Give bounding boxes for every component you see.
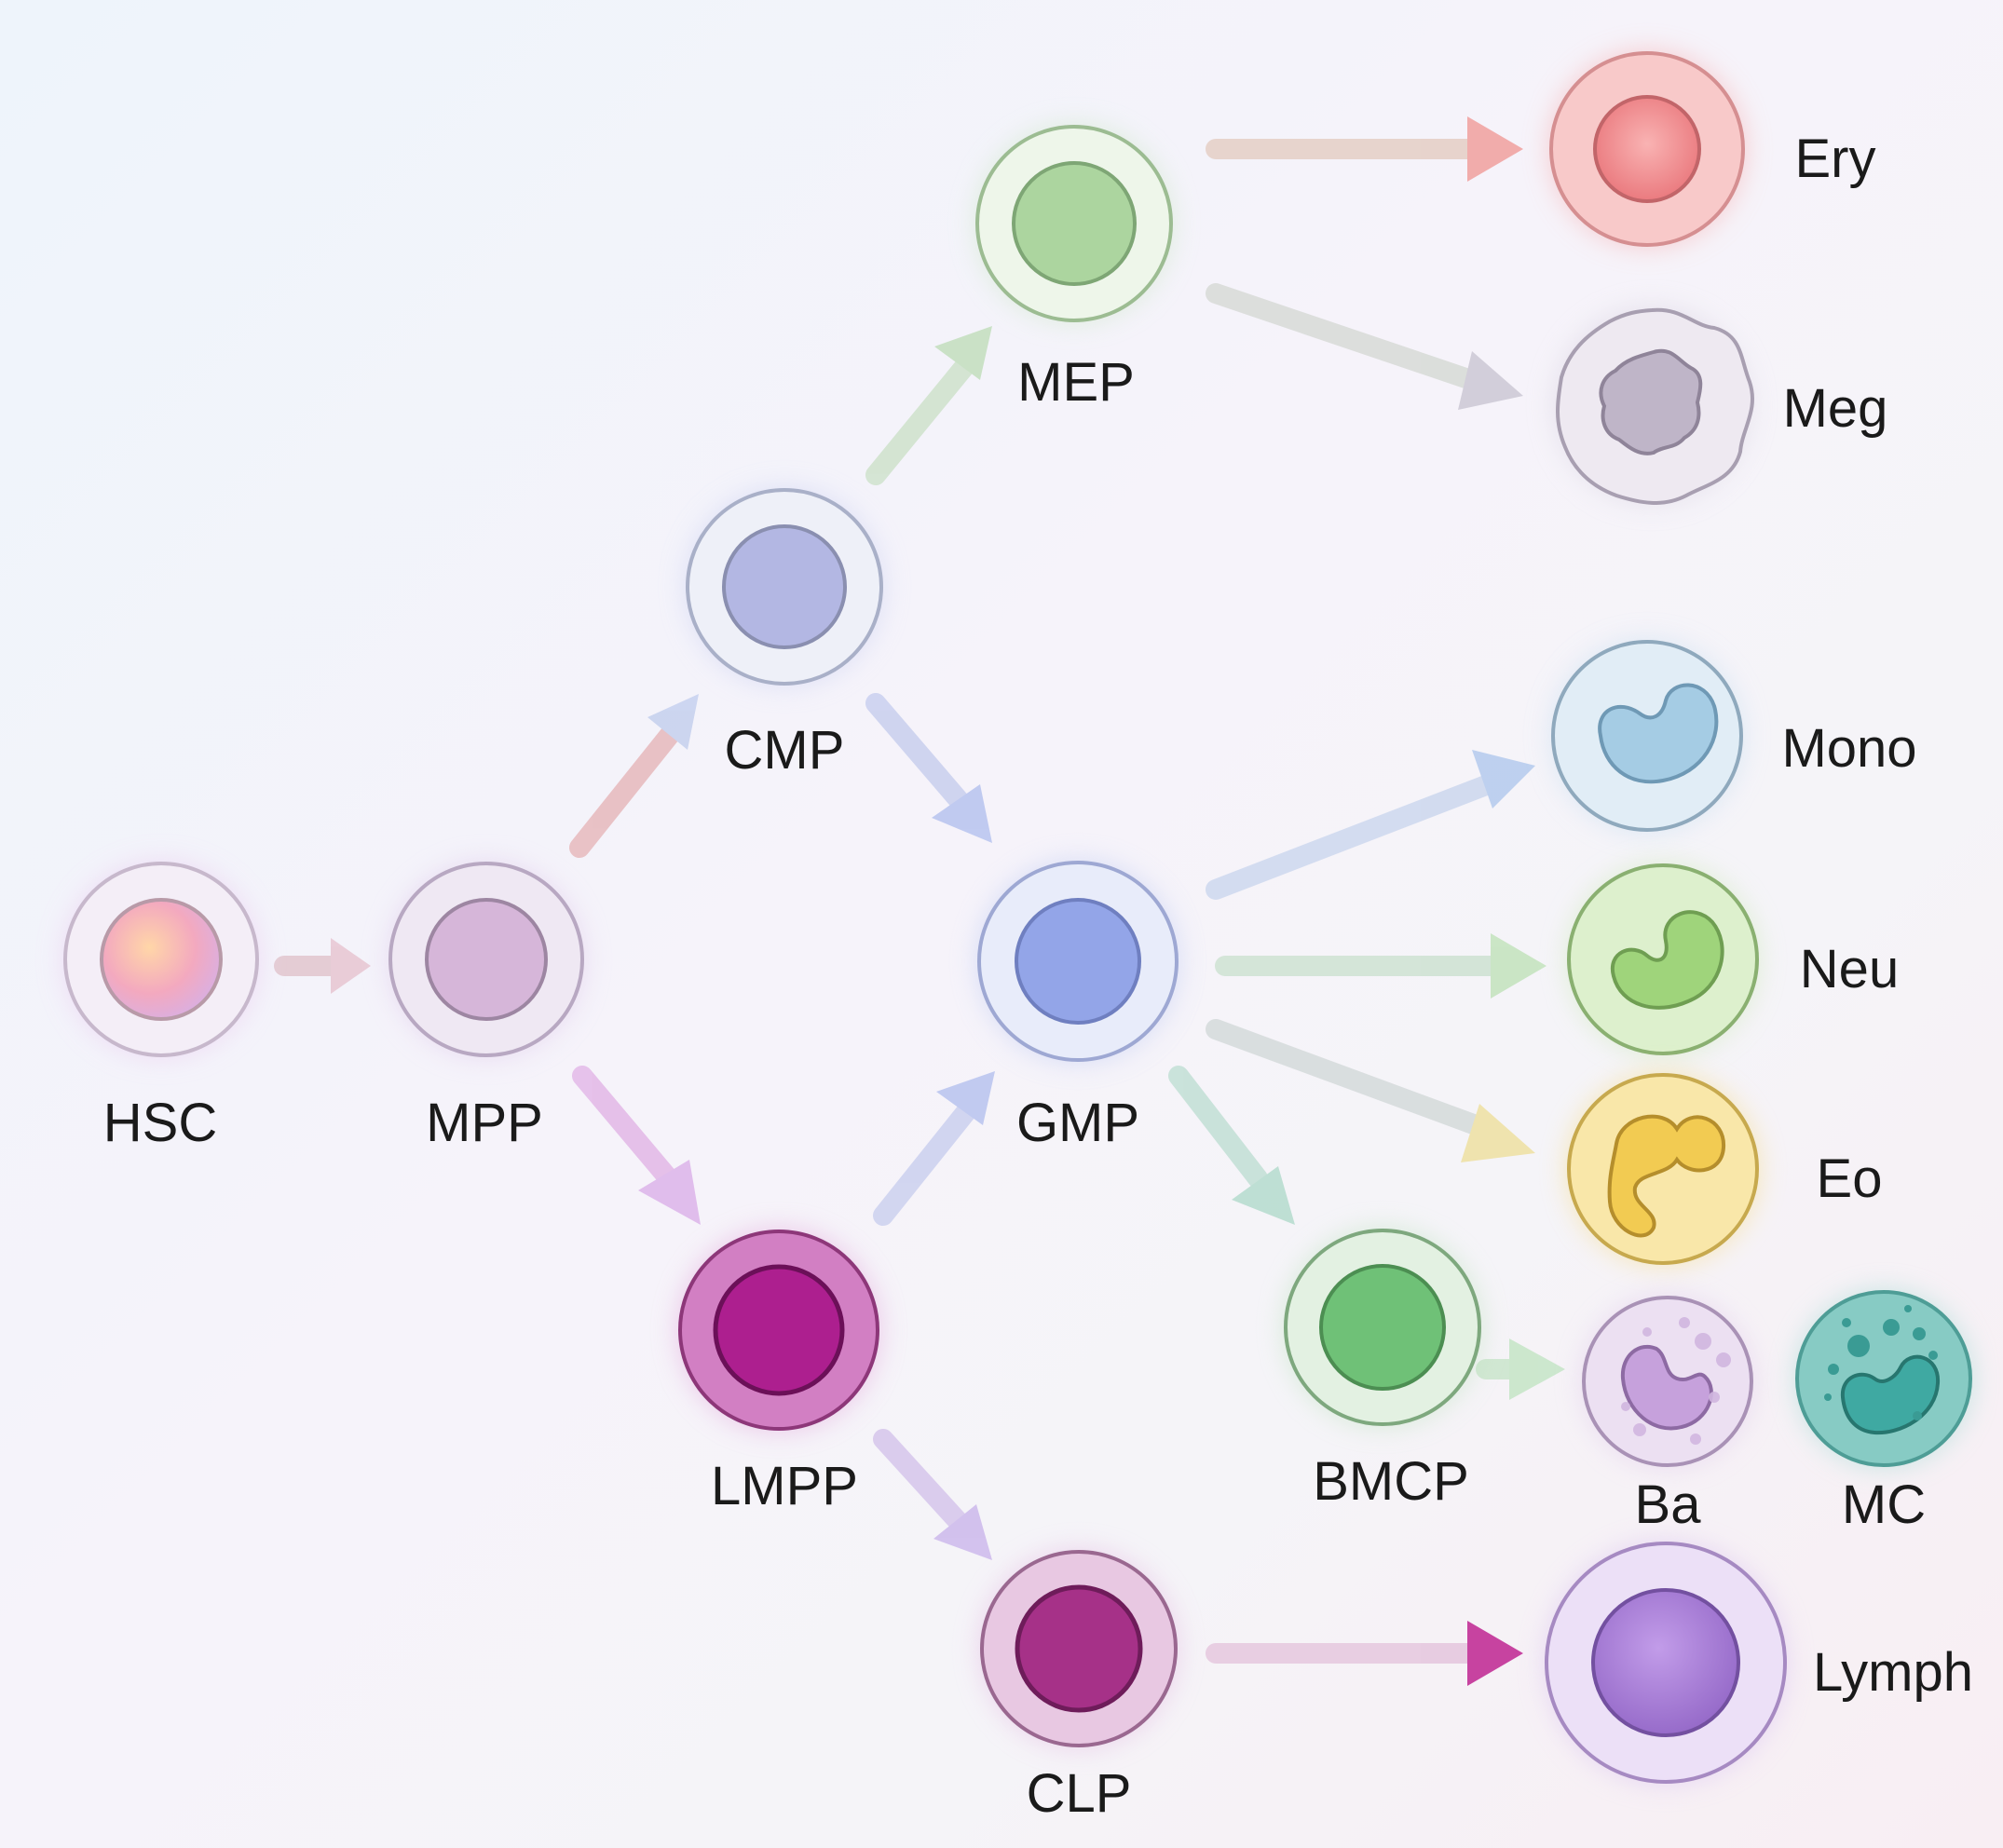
- cell-gmp: [977, 861, 1179, 1062]
- cell-bmcp: [1284, 1229, 1481, 1426]
- labels: HSC MPP CMP MEP GMP LMPP CLP BMCP Ery Me…: [103, 129, 1973, 1824]
- label-hsc: HSC: [103, 1093, 217, 1153]
- cell-neu: [1567, 863, 1759, 1055]
- label-lmpp: LMPP: [711, 1456, 858, 1516]
- arrow-mep-to-meg: [1206, 283, 1523, 410]
- label-gmp: GMP: [1016, 1093, 1139, 1153]
- arrow-gmp-to-neu: [1215, 933, 1547, 999]
- arrow-mep-to-ery: [1206, 116, 1523, 182]
- label-neu: Neu: [1800, 939, 1899, 999]
- label-lymph: Lymph: [1813, 1642, 1973, 1703]
- arrow-hsc-to-mpp: [274, 938, 371, 994]
- arrows: [274, 116, 1565, 1686]
- cell-mep: [975, 125, 1173, 322]
- arrow-mpp-to-lmpp: [572, 1066, 701, 1225]
- label-eo: Eo: [1817, 1148, 1883, 1209]
- cell-hsc: [63, 862, 259, 1057]
- label-clp: CLP: [1027, 1763, 1132, 1824]
- cell-meg: [1554, 307, 1754, 505]
- arrow-cmp-to-mep: [865, 326, 992, 485]
- arrow-gmp-to-bmcp: [1168, 1066, 1295, 1225]
- cell-cmp: [686, 488, 883, 686]
- arrow-lmpp-to-clp: [873, 1429, 992, 1560]
- arrow-lmpp-to-gmp: [873, 1071, 995, 1226]
- arrow-gmp-to-eo: [1206, 1019, 1535, 1162]
- label-ery: Ery: [1795, 129, 1876, 189]
- label-mep: MEP: [1017, 352, 1135, 413]
- cell-mpp: [388, 862, 584, 1057]
- label-mpp: MPP: [426, 1093, 543, 1153]
- cell-ba: [1582, 1296, 1753, 1467]
- label-cmp: CMP: [725, 720, 845, 781]
- cell-mc: [1795, 1290, 1972, 1467]
- cell-lymph: [1545, 1542, 1787, 1784]
- arrow-clp-to-lymph: [1206, 1621, 1523, 1686]
- label-mono: Mono: [1781, 718, 1916, 779]
- cell-clp: [980, 1550, 1178, 1747]
- arrow-cmp-to-gmp: [865, 693, 992, 843]
- label-ba: Ba: [1635, 1474, 1702, 1535]
- label-mc: MC: [1842, 1474, 1926, 1535]
- label-meg: Meg: [1783, 378, 1888, 439]
- arrow-mpp-to-cmp: [569, 694, 699, 858]
- arrow-gmp-to-mono: [1206, 750, 1535, 900]
- arrow-bmcp-to-ba: [1476, 1338, 1565, 1400]
- cell-ery: [1549, 51, 1745, 247]
- cell-eo: [1567, 1073, 1759, 1265]
- cell-mono: [1551, 640, 1743, 832]
- label-bmcp: BMCP: [1313, 1451, 1469, 1512]
- cell-lmpp: [678, 1230, 879, 1431]
